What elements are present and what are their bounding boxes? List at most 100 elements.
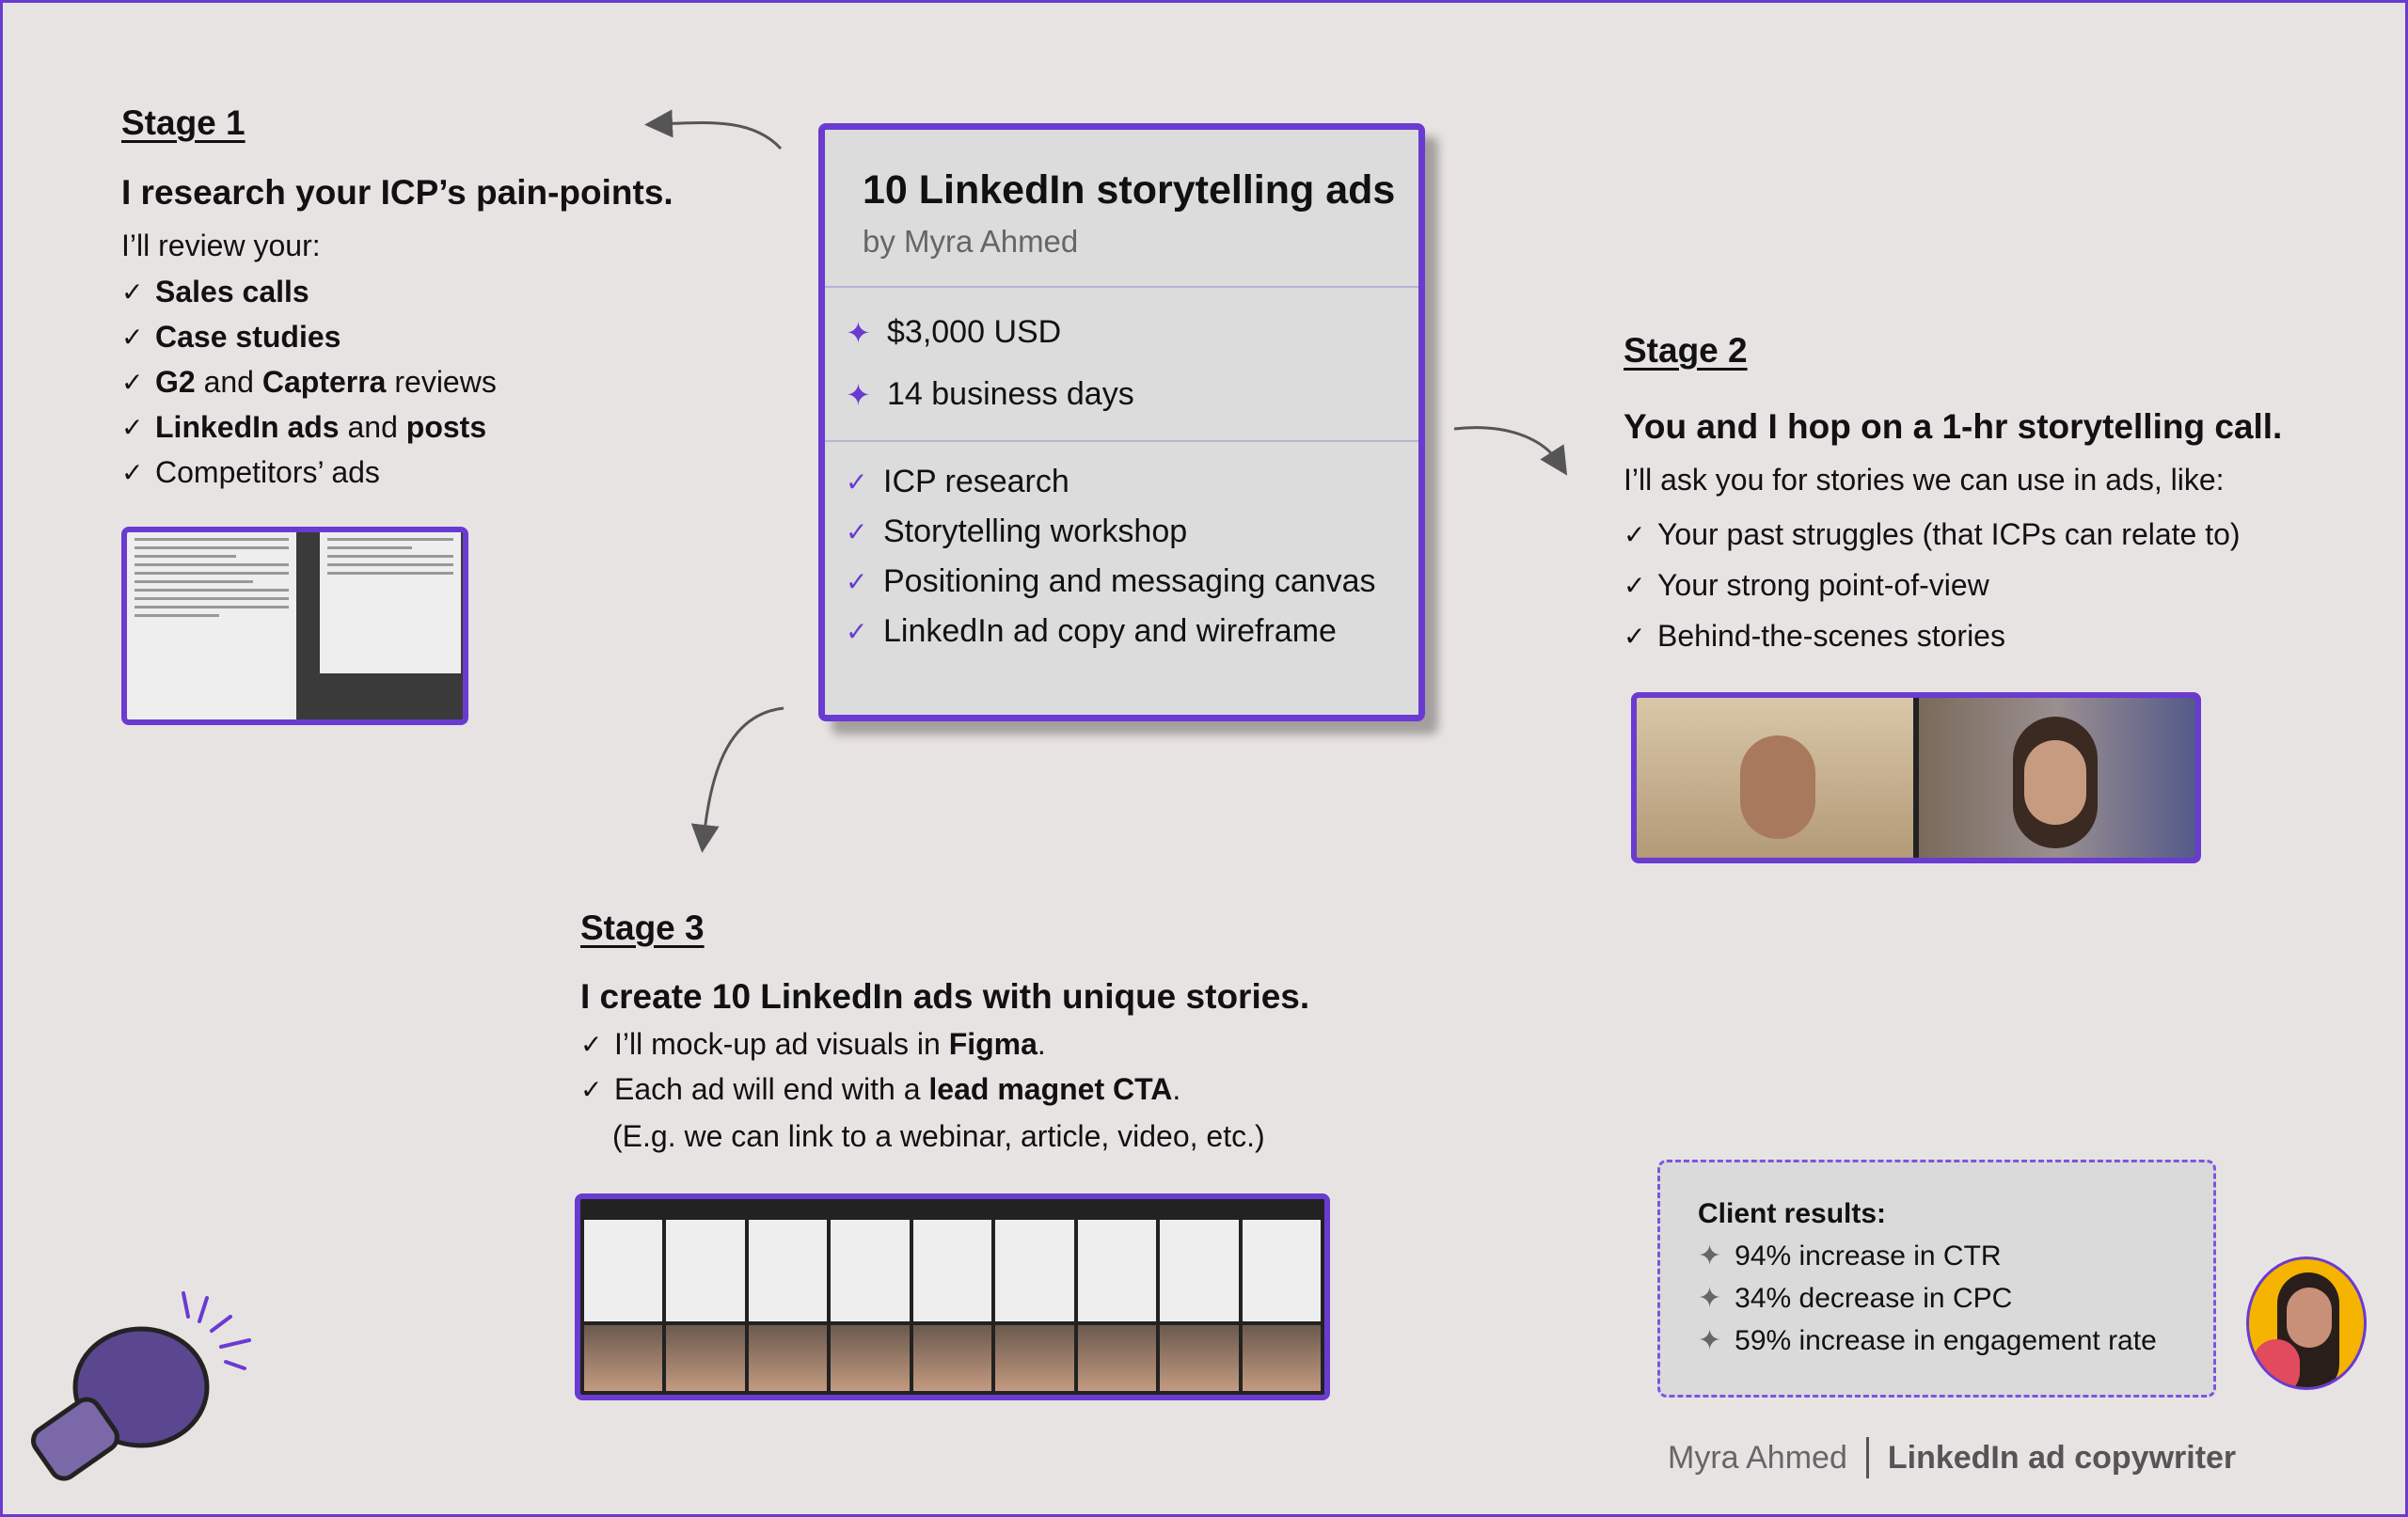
deliverable: LinkedIn ad copy and wireframe <box>883 613 1337 649</box>
text-segment: Case studies <box>155 319 341 354</box>
footer: Myra Ahmed LinkedIn ad copywriter <box>1668 1437 2236 1478</box>
stage2-list: ✓ Your past struggles (that ICPs can rela… <box>1624 509 2241 661</box>
check-icon: ✓ <box>846 467 868 497</box>
offer-byline: by Myra Ahmed <box>863 224 1079 259</box>
text-segment: and <box>195 364 262 399</box>
footer-separator <box>1865 1437 1869 1478</box>
ad-mockup <box>748 1203 828 1391</box>
ad-mockup <box>912 1203 992 1391</box>
sparkle-icon: ✦ <box>1698 1240 1722 1272</box>
list-item: Your past struggles (that ICPs can relat… <box>1657 516 2241 551</box>
deliverable: Positioning and messaging canvas <box>883 563 1376 599</box>
footer-role: LinkedIn ad copywriter <box>1887 1439 2237 1476</box>
avatar <box>2246 1256 2367 1390</box>
ad-mockup <box>584 1203 663 1391</box>
text-segment: Each ad will end with a <box>614 1071 929 1106</box>
text-segment: LinkedIn ads <box>155 409 340 444</box>
list-item-text: Competitors’ ads <box>155 455 380 490</box>
result-item: 94% increase in CTR <box>1735 1240 2002 1272</box>
text-segment: Capterra <box>261 364 387 399</box>
check-icon: ✓ <box>846 567 868 596</box>
text-segment: . <box>1172 1071 1181 1106</box>
arrow-to-stage1 <box>644 109 783 150</box>
text-segment: reviews <box>386 364 497 399</box>
text-segment: and <box>339 409 406 444</box>
deliverable: Storytelling workshop <box>883 514 1188 549</box>
list-item: ✓ G2 and Capterra reviews <box>121 359 497 404</box>
text-segment: Figma <box>948 1026 1038 1061</box>
participant-video <box>1919 698 2195 858</box>
text-segment: lead magnet CTA <box>928 1071 1173 1106</box>
list-item-text: Case studies <box>155 320 341 355</box>
list-item-text: G2 and Capterra reviews <box>155 365 497 400</box>
offer-card: 10 LinkedIn storytelling ads by Myra Ahm… <box>818 123 1425 721</box>
stage3-note: (E.g. we can link to a webinar, article,… <box>612 1119 1265 1153</box>
sparkle-icon: ✦ <box>1698 1283 1722 1314</box>
check-icon: ✓ <box>846 617 868 646</box>
arrow-to-stage3 <box>690 706 784 853</box>
result-item: 59% increase in engagement rate <box>1735 1324 2157 1356</box>
text-segment: Competitors’ ads <box>155 454 380 489</box>
result-item: 34% decrease in CPC <box>1735 1282 2013 1314</box>
list-item-text: Each ad will end with a lead magnet CTA. <box>614 1072 1180 1107</box>
ad-mockup <box>831 1203 910 1391</box>
divider <box>825 286 1418 288</box>
offer-title: 10 LinkedIn storytelling ads <box>863 167 1396 213</box>
stage3-heading: Stage 3 <box>580 909 705 947</box>
stage3-list: ✓ I’ll mock-up ad visuals in Figma. ✓ Each … <box>580 1021 1180 1112</box>
sparkle-icon: ✦ <box>846 377 871 412</box>
ad-mockup <box>1077 1203 1157 1391</box>
offer-price: $3,000 USD <box>887 314 1062 350</box>
check-icon: ✓ <box>121 367 144 397</box>
check-icon: ✓ <box>1624 519 1646 549</box>
stage3-headline: I create 10 LinkedIn ads with unique sto… <box>580 977 1310 1016</box>
list-item-text: Sales calls <box>155 275 309 309</box>
list-item: ✓ I’ll mock-up ad visuals in Figma. <box>580 1021 1180 1067</box>
list-item: ✓ LinkedIn ads and posts <box>121 404 497 450</box>
ad-mockup <box>666 1203 745 1391</box>
check-icon: ✓ <box>121 322 144 352</box>
check-icon: ✓ <box>1624 570 1646 600</box>
text-segment: Sales calls <box>155 274 309 308</box>
list-item: Your strong point-of-view <box>1657 567 1989 602</box>
stage2-headline: You and I hop on a 1-hr storytelling cal… <box>1624 407 2283 446</box>
check-icon: ✓ <box>121 412 144 442</box>
results-title: Client results: <box>1698 1198 1887 1229</box>
boxing-glove-icon <box>31 1291 251 1481</box>
sparkle-icon: ✦ <box>1698 1325 1722 1356</box>
list-item: ✓ Sales calls <box>121 269 497 314</box>
list-item: ✓ Competitors’ ads <box>121 450 497 495</box>
footer-name: Myra Ahmed <box>1668 1439 1847 1476</box>
text-segment: posts <box>405 409 487 444</box>
ad-mockups-thumbnail <box>575 1193 1330 1400</box>
list-item: Behind-the-scenes stories <box>1657 618 2005 653</box>
check-icon: ✓ <box>846 517 868 546</box>
ad-mockup <box>1242 1203 1321 1391</box>
ad-mockup <box>995 1203 1074 1391</box>
video-call-thumbnail <box>1631 692 2201 863</box>
research-doc-thumbnail <box>121 527 468 725</box>
check-icon: ✓ <box>121 277 144 307</box>
offer-duration: 14 business days <box>887 376 1134 412</box>
ad-mockup <box>1160 1203 1239 1391</box>
check-icon: ✓ <box>580 1029 603 1059</box>
stage1-intro: I’ll review your: <box>121 229 321 262</box>
stage1-list: ✓ Sales calls ✓ Case studies ✓ G2 and Capterr… <box>121 269 497 495</box>
check-icon: ✓ <box>580 1074 603 1104</box>
text-segment: . <box>1037 1026 1046 1061</box>
client-results-box: Client results: ✦ 94% increase in CTR ✦ 34… <box>1657 1160 2216 1398</box>
sparkle-icon: ✦ <box>846 315 871 350</box>
stage2-heading: Stage 2 <box>1624 331 1748 370</box>
arrow-to-stage2 <box>1453 426 1568 476</box>
check-icon: ✓ <box>121 457 144 487</box>
list-item-text: LinkedIn ads and posts <box>155 410 486 445</box>
text-segment: I’ll mock-up ad visuals in <box>614 1026 949 1061</box>
check-icon: ✓ <box>1624 621 1646 651</box>
stage1-heading: Stage 1 <box>121 103 246 142</box>
stage2-intro: I’ll ask you for stories we can use in a… <box>1624 463 2225 497</box>
list-item-text: I’ll mock-up ad visuals in Figma. <box>614 1027 1046 1062</box>
list-item: ✓ Case studies <box>121 314 497 359</box>
stage1-headline: I research your ICP’s pain-points. <box>121 173 673 212</box>
list-item: ✓ Each ad will end with a lead magnet CTA… <box>580 1067 1180 1112</box>
